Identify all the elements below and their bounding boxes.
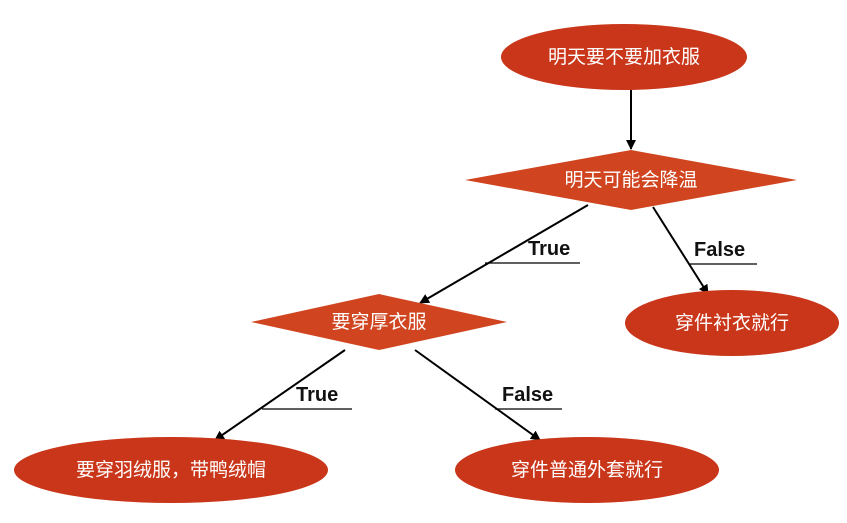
node-leaf-shirt-label: 穿件衬衣就行 (675, 312, 789, 334)
node-decision1-label: 明天可能会降温 (564, 169, 697, 191)
node-decision1: 明天可能会降温 (465, 150, 797, 210)
node-decision2: 要穿厚衣服 (251, 294, 507, 350)
edge-decision2-true (214, 349, 346, 441)
node-start: 明天要不要加衣服 (501, 24, 747, 90)
edge-label-d1-false: False (694, 239, 745, 261)
edge-label-d1-true: True (528, 238, 570, 260)
node-start-label: 明天要不要加衣服 (548, 46, 700, 68)
node-decision2-label: 要穿厚衣服 (331, 311, 426, 333)
node-leaf-down: 要穿羽绒服，带鸭绒帽 (14, 437, 328, 503)
edge-decision2-false (414, 349, 541, 441)
edge-label-d2-false: False (502, 384, 553, 406)
node-leaf-coat: 穿件普通外套就行 (455, 437, 719, 503)
node-leaf-down-label: 要穿羽绒服，带鸭绒帽 (76, 459, 266, 481)
edge-decision1-false (652, 206, 709, 295)
node-leaf-shirt: 穿件衬衣就行 (625, 290, 839, 356)
node-leaf-coat-label: 穿件普通外套就行 (511, 459, 663, 481)
edge-decision1-true (419, 204, 589, 304)
edge-label-d2-true: True (296, 384, 338, 406)
